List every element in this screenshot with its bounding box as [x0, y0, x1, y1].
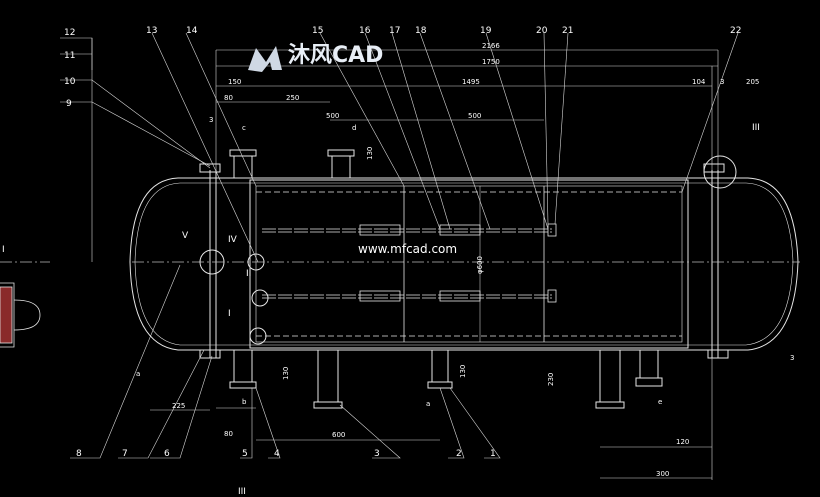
- section-label: III: [238, 487, 246, 497]
- dim-body: 1750: [482, 58, 500, 66]
- nozzle-letter-b: b: [242, 398, 247, 406]
- nozzle-letter-e: e: [658, 398, 662, 406]
- part-label-16: 16: [359, 26, 371, 36]
- internal-tubes: [256, 186, 682, 342]
- bottom-nozzles: [199, 349, 729, 409]
- detail-circles: [199, 155, 737, 345]
- part-label-6: 6: [164, 449, 170, 459]
- part-label-10: 10: [64, 77, 76, 87]
- dim-500b: 500: [468, 112, 481, 120]
- part-labels: 1 2 3 4 5 6 7 8 9 10 11 12 13 14 15 16 1…: [64, 26, 741, 459]
- part-label-9: 9: [66, 99, 72, 109]
- watermark-url: www.mfcad.com: [358, 242, 457, 256]
- dim-130-top: 130: [366, 147, 374, 160]
- watermark-logo: 沐风CAD www.mfcad.com: [248, 43, 457, 256]
- dim-250: 250: [286, 94, 299, 102]
- dim-230: 230: [547, 373, 555, 386]
- nozzle-letter-c: c: [242, 124, 246, 132]
- dim-104: 104: [692, 78, 706, 86]
- dim-3-left: 3: [209, 116, 213, 124]
- part-label-8: 8: [76, 449, 82, 459]
- part-label-21: 21: [562, 26, 573, 36]
- detail-label-III: III: [752, 123, 760, 133]
- dim-total: 2166: [482, 42, 500, 50]
- nozzle-letter-a: a: [426, 400, 430, 408]
- dim-205: 205: [746, 78, 759, 86]
- nozzle-letters: a b c d e: [242, 124, 662, 408]
- dim-600: 600: [332, 431, 345, 439]
- dim-diameter: φ600: [476, 256, 484, 274]
- nozzle-letter-d: d: [352, 124, 356, 132]
- part-label-3: 3: [374, 449, 380, 459]
- dim-3-right: 3: [720, 78, 724, 86]
- dim-150: 150: [228, 78, 241, 86]
- left-detail: [0, 282, 41, 348]
- leader-lines: [60, 32, 739, 459]
- part-label-20: 20: [536, 26, 548, 36]
- part-label-12: 12: [64, 28, 75, 38]
- dim-225: 225: [172, 402, 185, 410]
- part-label-17: 17: [389, 26, 400, 36]
- dim-inner: 1495: [462, 78, 480, 86]
- logo-text: 沐风CAD: [288, 43, 383, 68]
- part-label-11: 11: [64, 51, 75, 61]
- vessel-shell: [129, 170, 799, 358]
- dim-500a: 500: [326, 112, 339, 120]
- side-mark-top: I: [2, 245, 5, 255]
- dim-130-left: 130: [282, 367, 290, 380]
- detail-label-IV: IV: [228, 235, 238, 245]
- part-label-19: 19: [480, 26, 492, 36]
- dim-3-bottom: 3: [790, 354, 794, 362]
- dim-300: 300: [656, 470, 669, 478]
- dim-80-top: 80: [224, 94, 233, 102]
- part-label-1: 1: [490, 449, 496, 459]
- part-label-18: 18: [415, 26, 427, 36]
- part-label-22: 22: [730, 26, 741, 36]
- dimension-lines: [91, 38, 719, 480]
- detail-label-V: V: [182, 231, 189, 241]
- part-label-2: 2: [456, 449, 462, 459]
- logo-icon: [248, 46, 282, 72]
- dim-a-small: a: [136, 370, 140, 378]
- part-label-15: 15: [312, 26, 323, 36]
- dim-120: 120: [676, 438, 689, 446]
- part-label-4: 4: [274, 449, 280, 459]
- part-label-7: 7: [122, 449, 128, 459]
- detail-label-II: II: [246, 269, 251, 279]
- dimension-texts: 2166 1750 1495 150 104 205 250 500 500 8…: [136, 42, 794, 478]
- detail-label-I: I: [228, 309, 231, 319]
- dim-80-bottom: 80: [224, 430, 233, 438]
- part-label-13: 13: [146, 26, 157, 36]
- dim-130-right: 130: [459, 365, 467, 378]
- part-label-14: 14: [186, 26, 198, 36]
- detail-labels: I II III IV V: [182, 123, 760, 319]
- part-label-5: 5: [242, 449, 248, 459]
